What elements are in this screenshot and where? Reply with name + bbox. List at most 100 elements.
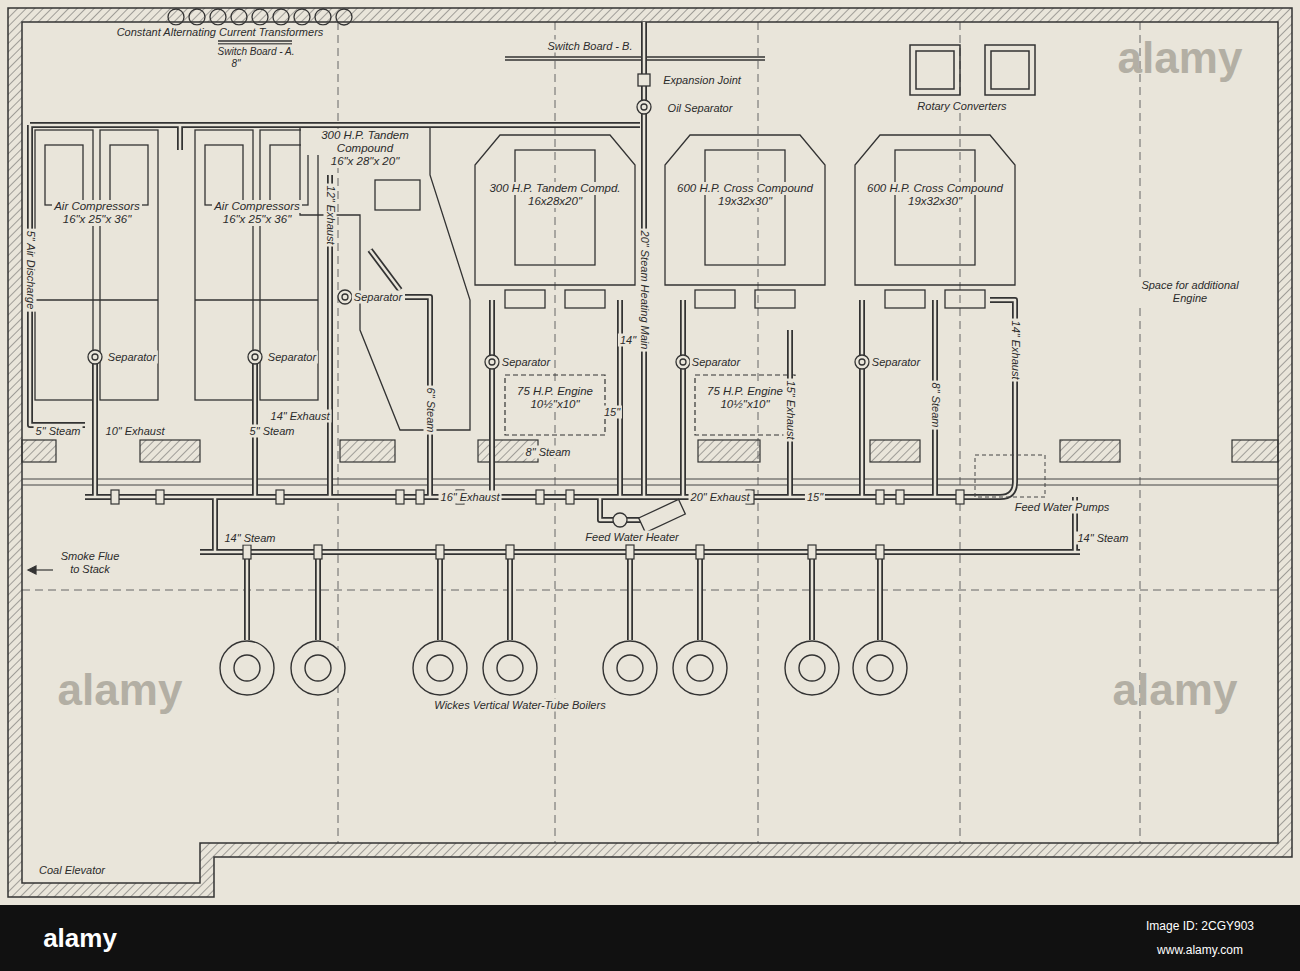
watermark-text: Image ID: 2CGY903 — [1144, 918, 1256, 934]
building-wall — [22, 479, 1278, 485]
machine-dimensions: 16"x 25"x 36" — [221, 213, 294, 226]
valves — [696, 545, 704, 559]
part-label: Separator — [106, 351, 158, 364]
part-label: 10" Exhaust — [104, 425, 167, 438]
separators — [342, 294, 348, 300]
feed-water-pumps — [975, 455, 1045, 497]
building-wall — [1060, 440, 1120, 462]
separators — [855, 355, 869, 369]
machine-dimensions: 16"x 28"x 20" — [329, 155, 402, 168]
valves — [626, 545, 634, 559]
air-compressors — [110, 145, 148, 205]
separators — [680, 359, 686, 365]
feed-water-heater — [639, 499, 686, 532]
part-label: 14" — [618, 334, 638, 347]
separators — [248, 350, 262, 364]
engine-frames — [695, 290, 735, 308]
engine-label: 300 H.P. Tandem Compound16"x 28"x 20" — [301, 129, 429, 168]
machine-name: Air Compressors — [212, 200, 302, 213]
boilers — [291, 641, 345, 695]
part-label: Switch Board - B. — [546, 40, 635, 53]
engine-frames — [755, 290, 795, 308]
valves — [111, 490, 964, 559]
air-compressors — [35, 299, 318, 300]
valves — [243, 545, 251, 559]
boilers — [413, 641, 467, 695]
engine-frames — [300, 125, 1015, 430]
feed-water-pumps — [975, 455, 1045, 497]
engine-label: 600 H.P. Cross Compound19x32x30" — [670, 182, 820, 208]
pipe-label: 12" Exhaust — [324, 184, 337, 247]
machine-dimensions: 10½"x10" — [528, 398, 581, 411]
transformers — [252, 9, 268, 25]
separators — [489, 359, 495, 365]
rotary-converters — [916, 51, 954, 89]
paper — [0, 0, 1300, 905]
rotary-converters — [991, 51, 1029, 89]
valves — [416, 490, 424, 504]
watermark: alamy — [1116, 34, 1245, 82]
transformers — [210, 9, 226, 25]
part-label: Coal Elevator — [37, 864, 107, 877]
boilers — [497, 655, 523, 681]
part-label: 16" Exhaust — [439, 491, 502, 504]
part-label: Space for additional Engine — [1138, 279, 1242, 305]
machine-name: 75 H.P. Engine — [515, 385, 595, 398]
part-label: Separator — [500, 356, 552, 369]
valves — [896, 490, 904, 504]
boilers — [483, 641, 537, 695]
machine-name: 600 H.P. Cross Compound — [865, 182, 1005, 195]
building-wall — [22, 440, 56, 462]
piping — [30, 22, 1080, 640]
engine-frames — [475, 135, 635, 285]
part-label: Feed Water Pumps — [1013, 501, 1112, 514]
transformers — [294, 9, 310, 25]
rotary-converters — [985, 45, 1035, 95]
part-label: Constant Alternating Current Transformer… — [115, 26, 326, 39]
boilers — [603, 641, 657, 695]
building-wall — [22, 440, 1278, 462]
switch-boards — [505, 57, 765, 60]
valves — [536, 490, 544, 504]
pipe-label: 14" Exhaust — [1009, 319, 1022, 382]
air-compressors — [260, 130, 318, 400]
machine-dimensions: 19x32x30" — [906, 195, 964, 208]
boilers — [220, 641, 274, 695]
boilers — [799, 655, 825, 681]
engine-frames — [300, 125, 470, 430]
rotary-converters — [910, 45, 960, 95]
machine-dimensions: 16x28x20" — [526, 195, 584, 208]
part-label: 8" Steam — [524, 446, 573, 459]
engine-frames — [665, 135, 825, 285]
building-wall — [8, 8, 1292, 897]
part-label: 5" Steam — [248, 425, 297, 438]
part-label: Feed Water Heater — [583, 531, 680, 544]
part-label: 8" — [229, 57, 242, 70]
building-wall — [870, 440, 920, 462]
part-label: Oil Separator — [666, 102, 735, 115]
boilers — [673, 641, 727, 695]
engine-label: 600 H.P. Cross Compound19x32x30" — [860, 182, 1010, 208]
part-label: 14" Steam — [1076, 532, 1131, 545]
rotary-converters — [910, 45, 1035, 95]
part-label: Separator — [266, 351, 318, 364]
machine-name: 300 H.P. Tandem Compound — [301, 129, 429, 155]
part-label: Rotary Converters — [915, 100, 1008, 113]
piping — [30, 22, 1080, 640]
watermark-bar — [0, 905, 1300, 971]
boilers — [687, 655, 713, 681]
machine-dimensions: 10½"x10" — [718, 398, 771, 411]
flue-arrow — [28, 566, 36, 574]
switch-boards — [218, 41, 765, 60]
engine-frames — [375, 180, 420, 210]
boilers — [785, 641, 839, 695]
pipe-label: 5" Air Discharge — [24, 229, 37, 312]
transformers — [168, 9, 184, 25]
engine-frames — [505, 290, 545, 308]
part-label: 15" — [805, 491, 825, 504]
machine-dimensions: 16"x 25"x 36" — [61, 213, 134, 226]
expansion-joint — [637, 74, 651, 114]
small-engines — [505, 375, 795, 435]
